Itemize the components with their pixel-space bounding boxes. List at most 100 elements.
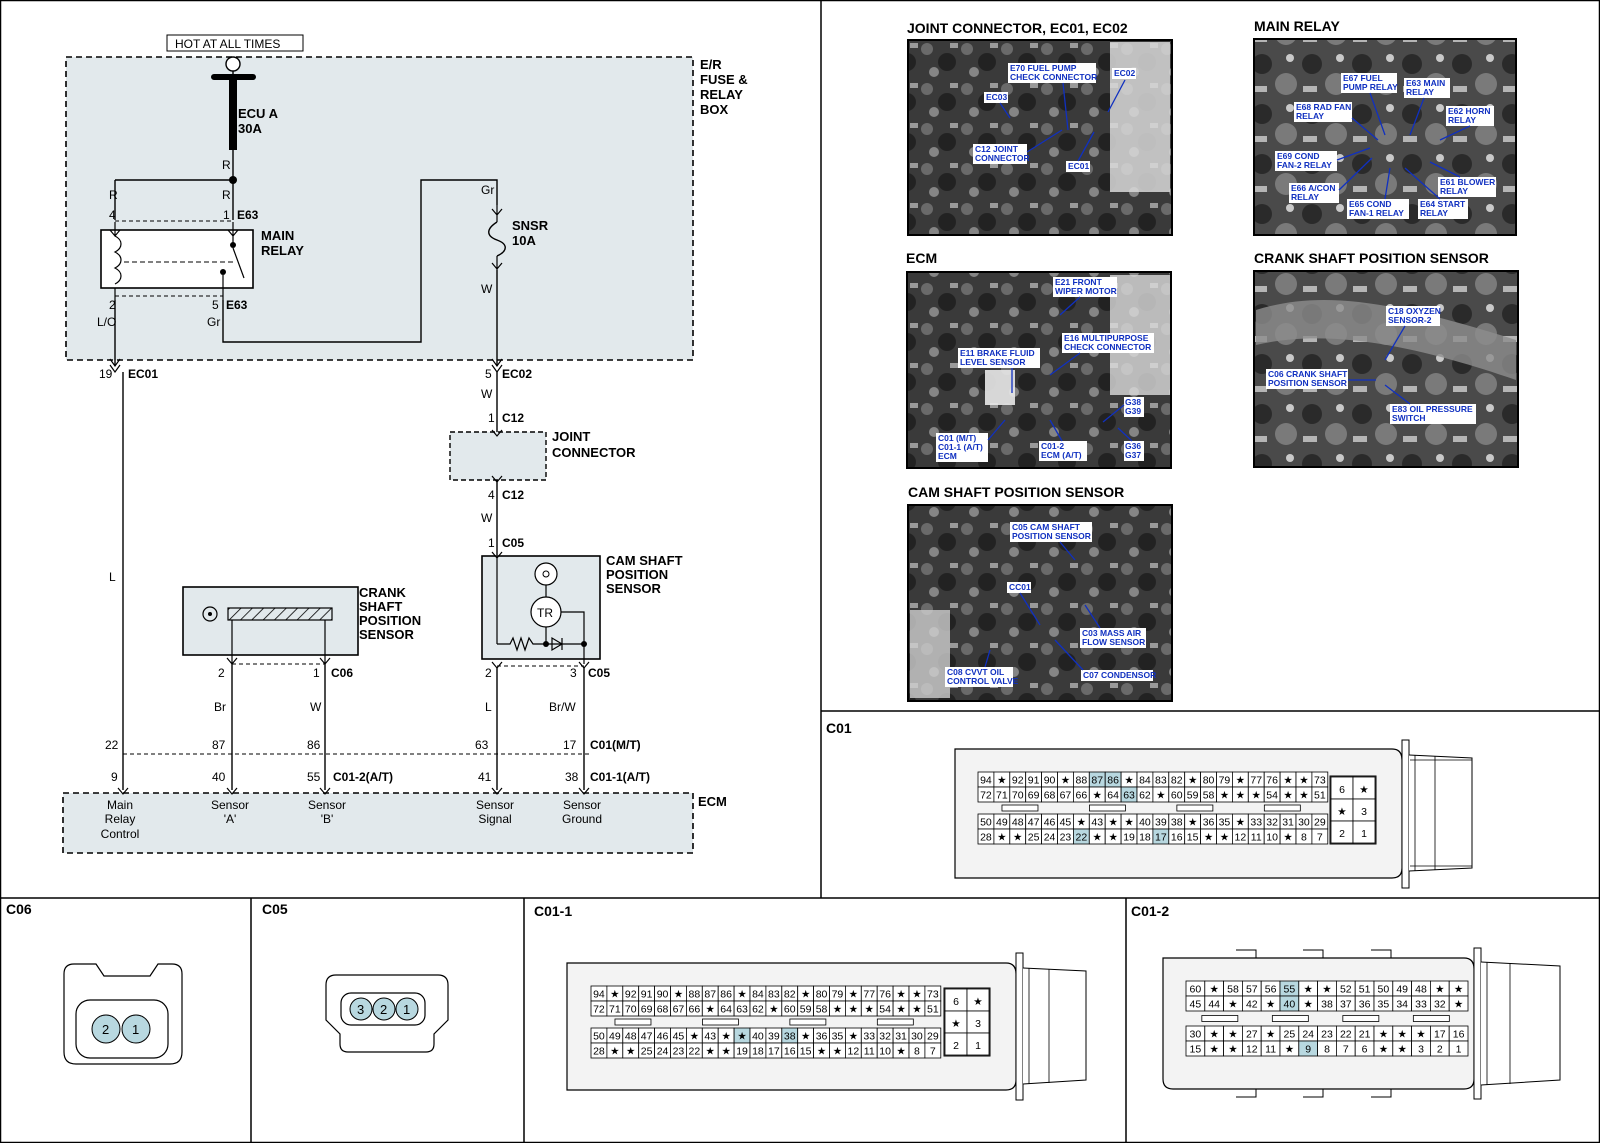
connector-pin-label: ★ bbox=[1209, 1029, 1219, 1041]
pin-label: 17 bbox=[563, 738, 577, 752]
connector-pin-label: ★ bbox=[896, 1046, 906, 1058]
connector-pin-label: 57 bbox=[1246, 984, 1258, 996]
component-location-photos: JOINT CONNECTOR, EC01, EC02 E70 FUEL PUM… bbox=[906, 18, 1519, 702]
connector-pin-label: ★ bbox=[865, 1004, 875, 1016]
connector-pin-label: 29 bbox=[1314, 817, 1326, 829]
connector-c01mt-label: C01(M/T) bbox=[590, 738, 641, 752]
photo-title: CAM SHAFT POSITION SENSOR bbox=[908, 484, 1124, 500]
photo-label: C18 OXYZEN bbox=[1388, 306, 1441, 316]
wire-color-w: W bbox=[481, 387, 493, 401]
photo-label: ECM bbox=[938, 451, 957, 461]
connector-pin-label: 27 bbox=[1246, 1029, 1258, 1041]
connector-pin-label: ★ bbox=[1397, 1029, 1407, 1041]
connector-pin-label: ★ bbox=[1188, 817, 1198, 829]
connector-c05-label: C05 bbox=[588, 666, 610, 680]
c05-pin: 2 bbox=[380, 1002, 387, 1017]
photo-label: POSITION SENSOR bbox=[1012, 531, 1091, 541]
connector-pin-label: ★ bbox=[1266, 1029, 1276, 1041]
connector-pin-label: ★ bbox=[706, 1046, 716, 1058]
wire-color-w: W bbox=[481, 282, 493, 296]
connector-c011-title: C01-1 bbox=[534, 903, 572, 919]
connector-pin-label: ★ bbox=[997, 775, 1007, 787]
connector-pin-label: 64 bbox=[1107, 790, 1119, 802]
connector-pin-label: 82 bbox=[784, 989, 796, 1001]
connector-pin-label: 94 bbox=[593, 989, 605, 1001]
connector-pin-label: ★ bbox=[690, 1031, 700, 1043]
connector-c01-title: C01 bbox=[826, 720, 852, 736]
photo-label: C07 CONDENSOR bbox=[1083, 670, 1156, 680]
connector-pin-label: ★ bbox=[1283, 832, 1293, 844]
connector-pin-label: ★ bbox=[1124, 817, 1134, 829]
main-relay-label-1: MAIN bbox=[261, 228, 294, 243]
pin-label: 5 bbox=[212, 298, 219, 312]
fuse-relay-box bbox=[65, 56, 694, 361]
connector-pin-label: 38 bbox=[1321, 999, 1333, 1011]
connector-pin-label: 15 bbox=[800, 1046, 812, 1058]
photo-label: C08 CVVT OIL bbox=[947, 667, 1004, 677]
connector-pin-label: ★ bbox=[721, 1046, 731, 1058]
connector-pin-label: 62 bbox=[752, 1004, 764, 1016]
connector-pin-label: 30 bbox=[1190, 1029, 1202, 1041]
connector-pin-cell bbox=[924, 1000, 942, 1017]
connector-pin-label: ★ bbox=[610, 989, 620, 1001]
connector-pin-label: 44 bbox=[1208, 999, 1220, 1011]
pin-label: 22 bbox=[105, 738, 119, 752]
c05-pin: 1 bbox=[403, 1002, 410, 1017]
connector-pin-label: 82 bbox=[1171, 775, 1183, 787]
connector-pin-label: ★ bbox=[849, 989, 859, 1001]
connector-key-tab bbox=[1342, 1015, 1380, 1022]
connector-pin-label: ★ bbox=[706, 1004, 716, 1016]
connector-pin-label: 40 bbox=[752, 1031, 764, 1043]
photo-label: RELAY bbox=[1420, 208, 1448, 218]
connector-pin-label: ★ bbox=[1220, 790, 1230, 802]
connector-pin-label: 11 bbox=[1251, 832, 1262, 844]
connector-key-tab bbox=[789, 1018, 827, 1026]
connector-pin-label: 16 bbox=[1171, 832, 1183, 844]
connector-side-label: ★ bbox=[951, 1018, 961, 1030]
photo-title: ECM bbox=[906, 250, 937, 266]
connector-pin-label: ★ bbox=[1209, 1044, 1219, 1056]
connector-pin-label: ★ bbox=[1379, 1029, 1389, 1041]
connector-pin-label: 23 bbox=[1060, 832, 1072, 844]
connector-pin-label: 33 bbox=[1250, 817, 1262, 829]
connector-pin-cell bbox=[1311, 828, 1329, 845]
connector-pin-label: ★ bbox=[737, 1031, 747, 1043]
connector-side-label: ★ bbox=[1337, 806, 1347, 818]
connector-pin-label: ★ bbox=[1188, 775, 1198, 787]
photo-label: RELAY bbox=[1296, 111, 1324, 121]
connector-pin-label: 76 bbox=[1266, 775, 1278, 787]
connector-pin-label: ★ bbox=[1283, 790, 1293, 802]
connector-pin-label: 79 bbox=[832, 989, 844, 1001]
connector-pin-label: ★ bbox=[849, 1031, 859, 1043]
connector-key-tab bbox=[1201, 1015, 1239, 1022]
joint-connector-label-2: CONNECTOR bbox=[552, 445, 636, 460]
connector-key-tab bbox=[1176, 804, 1214, 812]
connector-pin-label: ★ bbox=[912, 989, 922, 1001]
pin-label: 3 bbox=[570, 666, 577, 680]
connector-pin-label: 47 bbox=[1028, 817, 1040, 829]
connector-pin-label: 18 bbox=[752, 1046, 764, 1058]
connector-pin-label: 59 bbox=[800, 1004, 812, 1016]
photo-label: FAN-1 RELAY bbox=[1349, 208, 1404, 218]
connector-c05-label: C05 bbox=[502, 536, 524, 550]
cam-sensor-label-2: POSITION bbox=[606, 567, 668, 582]
connector-pin-label: ★ bbox=[1077, 817, 1087, 829]
photo-label: G39 bbox=[1125, 406, 1141, 416]
connector-pin-label: 45 bbox=[1060, 817, 1072, 829]
connector-pin-label: 54 bbox=[879, 1004, 891, 1016]
connector-pin-label: ★ bbox=[997, 832, 1007, 844]
connector-pin-label: 87 bbox=[704, 989, 716, 1001]
connector-pin-label: 17 bbox=[1434, 1029, 1446, 1041]
connector-key-tab bbox=[876, 1018, 914, 1026]
connector-ec01-label: EC01 bbox=[128, 367, 158, 381]
connector-side-label: 2 bbox=[953, 1040, 959, 1052]
connector-pin-label: 90 bbox=[657, 989, 669, 1001]
connector-pin-label: 36 bbox=[816, 1031, 828, 1043]
connector-pin-label: ★ bbox=[1397, 1044, 1407, 1056]
connector-e63-label: E63 bbox=[237, 208, 259, 222]
photo-label: RELAY bbox=[1291, 192, 1319, 202]
connector-pin-label: ★ bbox=[1228, 999, 1238, 1011]
connector-pin-cell bbox=[1311, 786, 1329, 803]
connector-pin-label: 88 bbox=[1076, 775, 1088, 787]
